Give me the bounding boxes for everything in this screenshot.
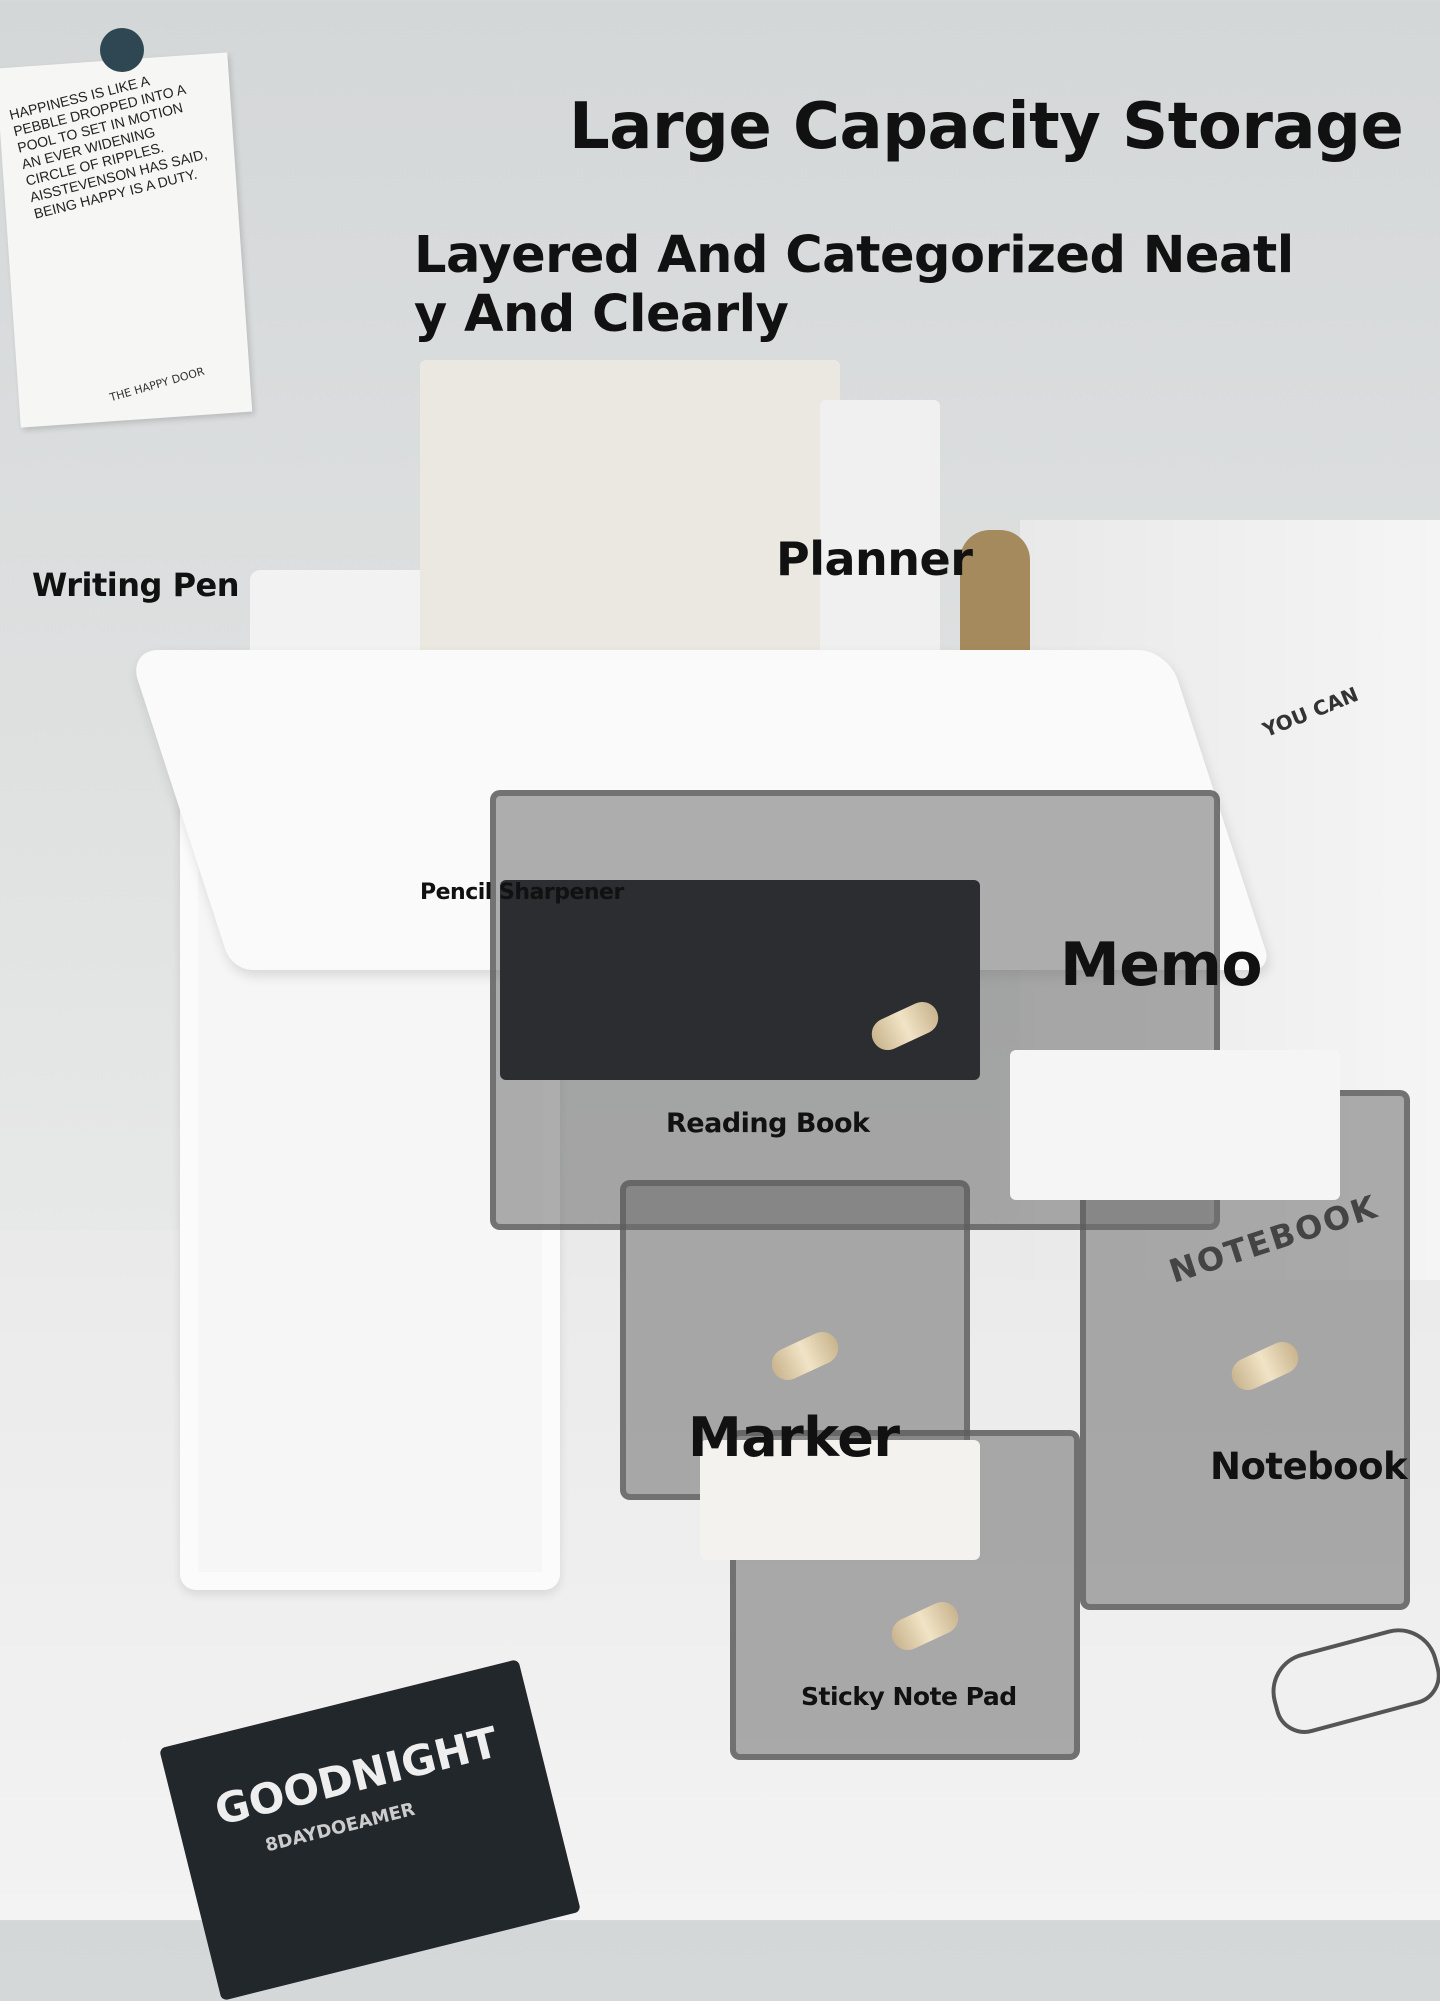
label-memo: Memo xyxy=(1060,930,1263,1000)
label-planner: Planner xyxy=(776,532,973,586)
subheadline-line2: y And Clearly xyxy=(414,285,789,344)
label-pencil-sharpener: Pencil Sharpener xyxy=(420,880,624,905)
stationery-items xyxy=(420,360,840,660)
subheadline-line1: Layered And Categorized Neatl xyxy=(414,226,1294,285)
label-reading-book: Reading Book xyxy=(666,1108,870,1139)
sticky-notes xyxy=(700,1440,980,1560)
notebook-stack xyxy=(1010,1050,1340,1200)
label-notebook: Notebook xyxy=(1210,1445,1408,1488)
push-pin xyxy=(100,28,144,72)
poster-footer: THE HAPPY DOOR xyxy=(108,364,206,405)
planner-stack xyxy=(820,400,940,680)
label-sticky-note-pad: Sticky Note Pad xyxy=(801,1682,1017,1711)
wall-poster: HAPPINESS IS LIKE A PEBBLE DROPPED INTO … xyxy=(0,52,253,428)
label-writing-pen: Writing Pen xyxy=(32,566,240,604)
label-marker: Marker xyxy=(688,1406,900,1469)
poster-text: HAPPINESS IS LIKE A PEBBLE DROPPED INTO … xyxy=(7,72,209,222)
headline: Large Capacity Storage xyxy=(569,90,1404,164)
book-in-drawer xyxy=(500,880,980,1080)
